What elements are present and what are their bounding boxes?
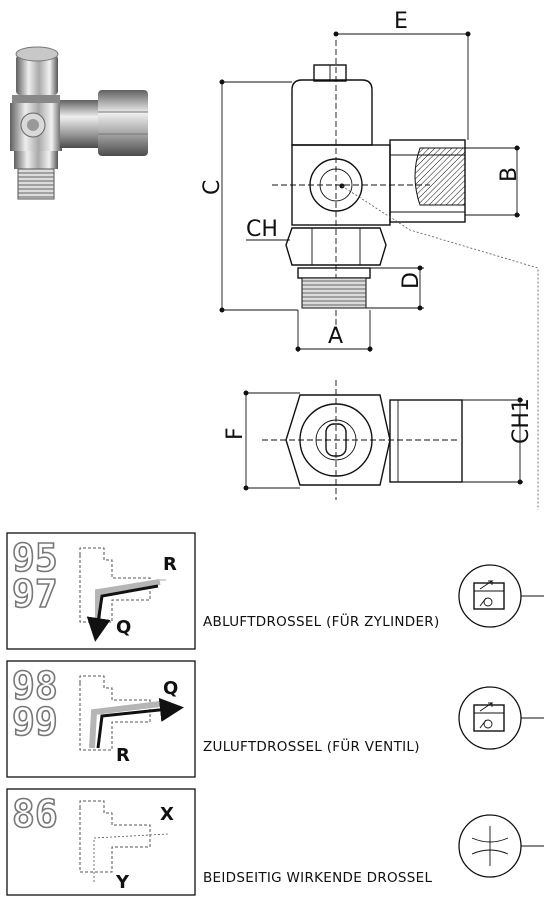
flow-label-top: X bbox=[160, 804, 174, 825]
flow-label-top: R bbox=[163, 554, 177, 575]
flow-label-bottom: R bbox=[116, 745, 130, 766]
flow-label-bottom: Q bbox=[116, 617, 131, 638]
variant-code: 95 bbox=[12, 536, 58, 580]
dimension-label-d: D bbox=[399, 272, 424, 289]
variant-row-95-97: 95 97 R Q ABLUFTDROSSEL (FÜR ZYLINDER) bbox=[6, 532, 544, 650]
variant-description: BEIDSEITIG WIRKENDE DROSSEL bbox=[203, 870, 433, 886]
variant-description: ZULUFTDROSSEL (FÜR VENTIL) bbox=[203, 737, 420, 755]
dimension-label-e: E bbox=[394, 9, 408, 34]
variant-code: 97 bbox=[12, 572, 58, 616]
top-view-drawing: F CH1 bbox=[223, 380, 534, 500]
variant-description: ABLUFTDROSSEL (FÜR ZYLINDER) bbox=[203, 612, 440, 630]
throttle-check-valve-icon bbox=[458, 686, 544, 750]
side-view-drawing: C E B CH D A bbox=[200, 9, 539, 510]
variant-row-98-99: 98 99 Q R ZULUFTDROSSEL (FÜR VENTIL) bbox=[6, 660, 544, 778]
dimension-label-c: C bbox=[200, 180, 225, 195]
variant-code: 86 bbox=[12, 792, 58, 836]
bidirectional-throttle-icon bbox=[458, 814, 544, 878]
flow-label-bottom: Y bbox=[115, 872, 130, 893]
variant-code: 98 bbox=[12, 664, 58, 708]
variant-row-86: 86 X Y BEIDSEITIG WIRKENDE DROSSEL bbox=[6, 788, 544, 896]
dimension-label-f: F bbox=[223, 427, 248, 440]
dimension-label-a: A bbox=[328, 324, 343, 349]
throttle-check-valve-icon bbox=[458, 564, 544, 628]
dimension-label-ch1: CH1 bbox=[509, 398, 534, 444]
dimension-label-b: B bbox=[497, 167, 522, 182]
variant-code: 99 bbox=[12, 700, 58, 744]
dimension-label-ch: CH bbox=[246, 217, 278, 242]
product-photo bbox=[10, 46, 148, 200]
flow-label-top: Q bbox=[163, 678, 178, 699]
